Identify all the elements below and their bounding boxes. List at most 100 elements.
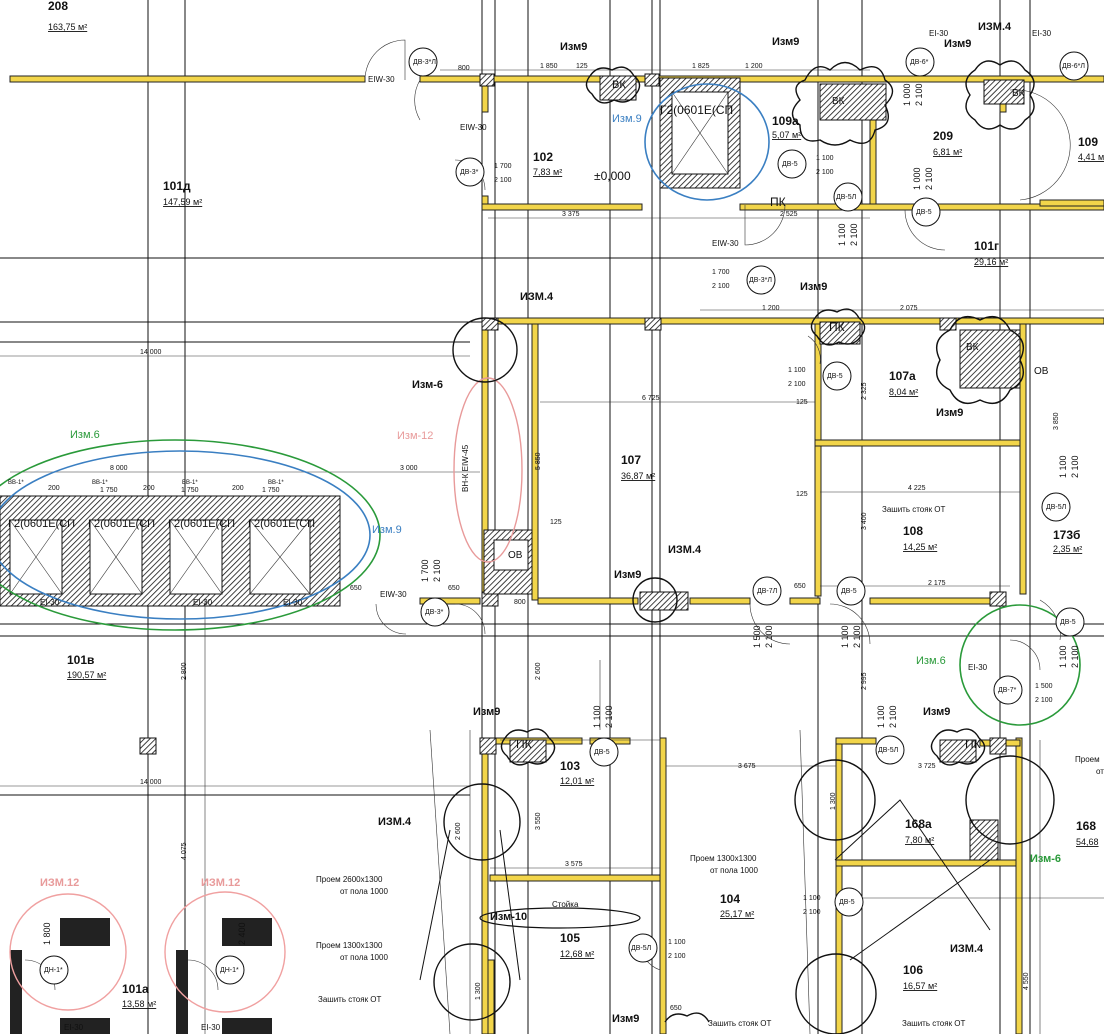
note: от пола 1000: [340, 887, 388, 896]
equipment-label: ПК: [516, 737, 532, 751]
revision-label: Изм.6: [70, 429, 100, 441]
revision-label: ИЗМ.4: [378, 816, 412, 828]
dimension: 2 075: [900, 305, 918, 312]
revision-label: Изм-12: [397, 430, 433, 442]
room-number: 208: [48, 0, 68, 13]
dimension: 1 750: [100, 487, 118, 494]
door-code: ДВ-5: [841, 588, 857, 595]
equipment-label: ВК: [1012, 88, 1025, 99]
note: Проем: [1075, 755, 1100, 764]
room-area: 6,81 м²: [933, 147, 962, 157]
dimension: 1 100: [668, 939, 686, 946]
note: от пола 1000: [710, 866, 758, 875]
dimension: 800: [514, 599, 526, 606]
fire-rating-label: EI-30: [929, 29, 949, 38]
revision-label: Изм.9: [612, 113, 642, 125]
dimension: 2 100: [712, 283, 730, 290]
lift-label: Г2(0601Е(СП: [88, 518, 155, 530]
dimension: 6 725: [642, 395, 660, 402]
room-number: 109а: [772, 114, 799, 128]
door-code: ДВ-3*Л: [413, 59, 436, 66]
room-area: 16,57 м²: [903, 981, 937, 991]
dimension: 2 600: [455, 822, 462, 840]
note: от: [1096, 767, 1104, 776]
dimension: 4 225: [908, 485, 926, 492]
dimension: 4 075: [181, 842, 188, 860]
dimension: 1 700: [494, 163, 512, 170]
dimension: 2 100: [888, 705, 898, 728]
dimension: 1 500: [752, 625, 762, 648]
room-number: 107: [621, 453, 641, 467]
revision-label: ИЗМ.4: [520, 291, 554, 303]
note: Проем 2600х1300: [316, 875, 383, 884]
door-code: ДВ-5Л: [631, 945, 652, 952]
revision-label: Изм9: [923, 706, 950, 718]
revision-label: Изм9: [560, 41, 587, 53]
columns: [139, 73, 1025, 861]
equipment-label: ПК: [829, 320, 845, 334]
note: Проем 1300х1300: [316, 941, 383, 950]
fire-rating-label: EIW-30: [712, 239, 739, 248]
dimension: 1 300: [475, 982, 482, 1000]
door-code: ДВ-5Л: [878, 747, 899, 754]
door-code: ДН-1*: [220, 967, 239, 974]
dimension: 3 375: [562, 211, 580, 218]
fire-rating-label: EI-30: [201, 1023, 221, 1032]
dimension: 1 100: [1058, 645, 1068, 668]
door-swings: [24, 39, 1071, 991]
room-area: 5,07 м²: [772, 130, 801, 140]
fire-rating-label: EIW-30: [460, 123, 487, 132]
dimension: 650: [794, 583, 806, 590]
door-markers: [39, 47, 1089, 985]
fire-rating-label: EI-30: [193, 598, 213, 607]
fire-rating-label: EI-30: [283, 598, 303, 607]
revision-label: Изм.9: [372, 524, 402, 536]
note: Стойка: [552, 900, 579, 909]
room-area: 54,68: [1076, 837, 1099, 847]
dimension: 2 175: [928, 580, 946, 587]
lift-row: [0, 495, 341, 607]
dimension: 125: [796, 399, 808, 406]
revision-label: Изм9: [612, 1013, 639, 1025]
revision-clouds: [0, 60, 1081, 1034]
room-number: 105: [560, 931, 580, 945]
dimension: 200: [48, 485, 60, 492]
door-code: ДВ-3*: [460, 169, 479, 176]
dimension: 1 100: [837, 223, 847, 246]
room-area: 14,25 м²: [903, 542, 937, 552]
note: Зашить стояк ОТ: [318, 995, 382, 1004]
dimension: 4 550: [1023, 972, 1030, 990]
room-number: 107а: [889, 369, 916, 383]
door-code: ДВ-5: [839, 899, 855, 906]
dimension: 3 725: [918, 763, 936, 770]
revision-label: Изм9: [936, 407, 963, 419]
dimension: 2 100: [668, 953, 686, 960]
dimension: 2 400: [237, 922, 247, 945]
equipment-label: ВК: [612, 79, 626, 91]
revision-label: Изм9: [800, 281, 827, 293]
dimension: 1 100: [876, 705, 886, 728]
fire-rating-label: EIW-30: [368, 75, 395, 84]
room-number: 173б: [1053, 528, 1080, 542]
lift-label: Г2(0601Е(СП: [248, 518, 315, 530]
dimension: 2 100: [816, 169, 834, 176]
revision-label: Изм9: [944, 38, 971, 50]
dimension: 1 700: [712, 269, 730, 276]
room-area: 4,41 м²: [1078, 152, 1104, 162]
note: Зашить стояк ОТ: [902, 1019, 966, 1028]
dimension: 14 000: [140, 779, 162, 786]
revision-label: Изм-6: [1030, 853, 1061, 865]
revision-label: ИЗМ.12: [40, 877, 79, 889]
room-number: 168а: [905, 817, 932, 831]
dimension: 2 100: [852, 625, 862, 648]
door-code: ДВ-5: [916, 209, 932, 216]
revision-label: ИЗМ.4: [950, 943, 984, 955]
room-area: 8,04 м²: [889, 387, 918, 397]
text-layer: 208 163,75 м² 101д 147,59 м² 102 7,83 м²…: [8, 0, 1104, 1032]
dimension: 3 850: [1053, 412, 1060, 430]
door-code: ДВ-5: [827, 373, 843, 380]
door-code: ДВ-3*: [425, 609, 444, 616]
dimension: 2 995: [861, 672, 868, 690]
note: ВВ-1*: [268, 480, 284, 486]
door-code: ДВ-3*Л: [749, 277, 772, 284]
